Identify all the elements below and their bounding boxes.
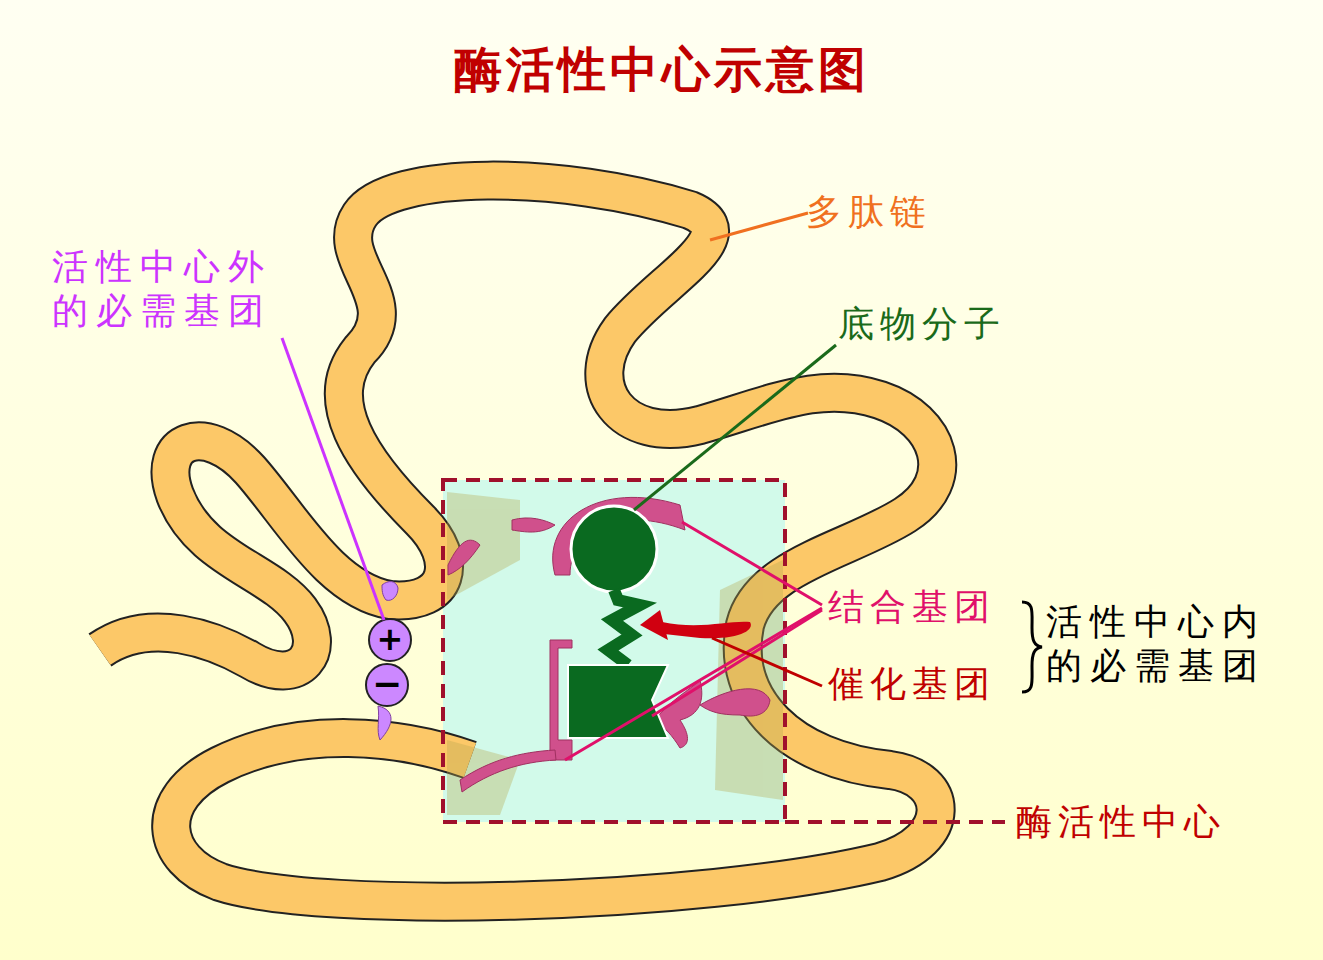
polypeptide-chain-shape <box>100 181 937 902</box>
leader-lines-shape <box>682 522 822 605</box>
substrate-molecule-shape <box>571 506 657 592</box>
polypeptide-chain <box>100 181 937 902</box>
chain-in-active-center-shape <box>715 560 783 800</box>
binding-groups <box>448 497 770 792</box>
external-essential-group-shape <box>378 706 391 740</box>
active-center-border-shape <box>443 480 785 822</box>
external-essential-group-shape <box>382 582 398 601</box>
active-center-border <box>443 480 1005 822</box>
leader-lines-shape <box>634 345 836 510</box>
active-center-region <box>443 480 785 822</box>
chain-in-active-center <box>447 492 783 815</box>
catalytic-group-shape <box>662 622 751 639</box>
leader-lines-shape <box>712 638 822 686</box>
external-essential-group <box>366 582 411 740</box>
label-text: 多肽链 <box>806 190 932 234</box>
label-text: 活性中心内 的必需基团 <box>1046 600 1286 688</box>
active-center-region-shape <box>443 480 785 822</box>
leader-lines-shape <box>1022 602 1042 692</box>
binding-groups-shape <box>448 540 480 575</box>
active-center-border-shape <box>785 820 1005 824</box>
binding-groups-shape <box>460 750 556 792</box>
label-text: 底物分子 <box>838 302 1006 346</box>
substrate-molecule <box>568 506 668 738</box>
diagram-title: 酶活性中心示意图 <box>0 38 1323 102</box>
substrate-molecule-shape <box>608 590 640 665</box>
external-essential-group-shape <box>369 619 411 661</box>
catalytic-group <box>640 610 751 640</box>
leader-lines-shape <box>710 213 808 240</box>
leader-lines-shape <box>652 610 822 716</box>
label-text: 酶活性中心 <box>1016 800 1226 844</box>
leader-lines-shape <box>282 338 384 620</box>
label-text: 结合基团 <box>828 585 996 629</box>
binding-groups-shape <box>512 518 555 532</box>
external-essential-group-shape <box>366 664 408 706</box>
binding-groups-shape <box>700 689 770 716</box>
charge-symbol: + <box>377 623 404 655</box>
chain-in-active-center-shape <box>447 492 520 600</box>
charge-symbol: − <box>372 666 402 702</box>
polypeptide-chain-shape <box>100 181 937 902</box>
label-text: 活性中心外 的必需基团 <box>52 245 292 333</box>
label-text: 催化基团 <box>828 662 996 706</box>
leader-lines <box>282 213 1042 760</box>
leader-lines-shape <box>565 608 822 760</box>
